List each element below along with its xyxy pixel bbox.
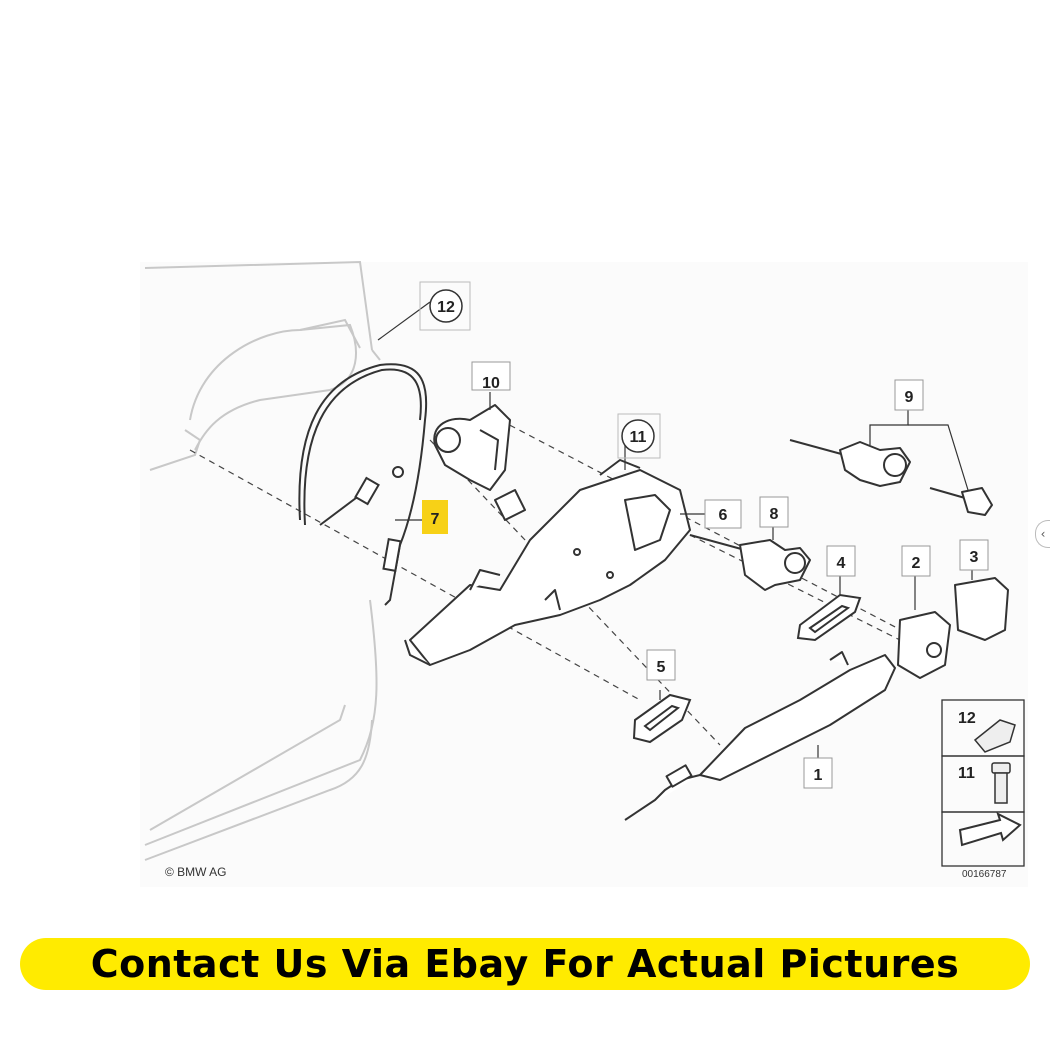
clip-part [973,719,1016,753]
callout-label-2: 2 [912,555,921,572]
handle-cap [897,611,951,679]
lock-cylinder-set [789,439,993,516]
lock-cylinder [689,534,811,591]
callout-label-1: 1 [814,767,823,784]
callout-label-4: 4 [837,555,846,572]
callout-label-10: 10 [482,375,500,392]
figure-number: 00166787 [962,869,1007,880]
callout-11-circle [621,419,655,453]
callout-label-11-box: 11 [958,765,975,782]
gasket-rear [632,693,692,744]
door-handle-carrier [404,459,691,666]
callout-box-frames [471,361,989,789]
callout-label-12-box: 12 [958,710,976,727]
callout-label-12-circle: 12 [437,299,455,316]
callout-12-circle-frame [419,281,471,331]
screw-part [991,762,1011,804]
cover-cap [954,577,1009,641]
callout-label-9: 9 [905,389,914,406]
bowden-cable [298,363,428,606]
callout-label-11-circle: 11 [630,429,647,446]
outer-door-handle [624,651,896,821]
callout-label-8: 8 [770,506,779,523]
contact-banner: Contact Us Via Ebay For Actual Pictures [20,938,1030,990]
callout-11-circle-frame [617,413,661,459]
small-parts-panel [941,699,1025,867]
copyright-label: © BMW AG [165,865,227,879]
callout-label-6: 6 [719,507,728,524]
callout-label-3: 3 [970,549,979,566]
banner-text: Contact Us Via Ebay For Actual Pictures [90,942,960,986]
direction-arrow-icon [958,812,1022,847]
callout-7-highlight [422,500,448,534]
callout-label-5: 5 [657,659,666,676]
lock-actuator [433,404,511,491]
callout-label-7: 7 [431,511,440,528]
door-outline-ghost [144,260,381,861]
callout-12-circle [429,289,463,323]
